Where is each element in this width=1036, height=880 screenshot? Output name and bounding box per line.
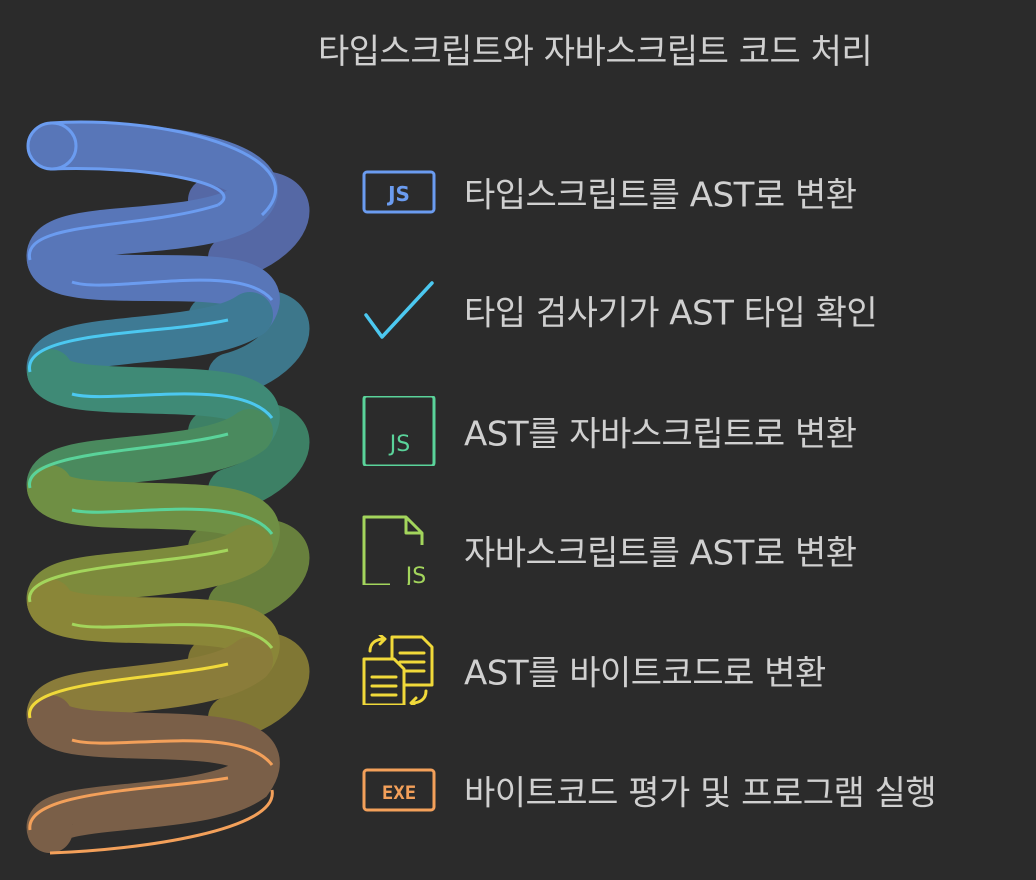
step-2: 타입 검사기가 AST 타입 확인 (360, 275, 1020, 345)
step-6: EXE 바이트코드 평가 및 프로그램 실행 (360, 755, 1020, 825)
spring-front-strands (26, 122, 280, 853)
step-4: JS 자바스크립트를 AST로 변환 (360, 515, 1020, 585)
step-6-label: 바이트코드 평가 및 프로그램 실행 (464, 773, 937, 814)
spring-end-cap (26, 121, 78, 171)
step-2-label: 타입 검사기가 AST 타입 확인 (464, 293, 878, 334)
step-3-label: AST를 자바스크립트로 변환 (464, 414, 857, 455)
step-4-badge: JS (404, 564, 426, 585)
checkmark-icon (364, 281, 434, 339)
exe-icon: EXE (362, 768, 436, 812)
document-swap-icon (362, 635, 434, 705)
js-box-icon: JS (362, 396, 436, 466)
step-1-label: 타입스크립트를 AST로 변환 (464, 175, 857, 216)
step-6-badge: EXE (382, 782, 416, 804)
js-file-icon: JS (362, 515, 426, 585)
diagram-title: 타입스크립트와 자바스크립트 코드 처리 (318, 32, 873, 72)
spring-outlines (28, 120, 277, 855)
step-1: JS 타입스크립트를 AST로 변환 (360, 157, 1020, 227)
step-5-label: AST를 바이트코드로 변환 (464, 653, 826, 694)
spring-coil-graphic (26, 120, 310, 855)
step-5: AST를 바이트코드로 변환 (360, 635, 1020, 705)
step-3-badge: JS (388, 432, 410, 457)
step-1-badge: JS (386, 182, 410, 206)
step-3: JS AST를 자바스크립트로 변환 (360, 396, 1020, 466)
ts-js-file-icon: JS (362, 170, 436, 214)
step-4-label: 자바스크립트를 AST로 변환 (464, 533, 857, 574)
